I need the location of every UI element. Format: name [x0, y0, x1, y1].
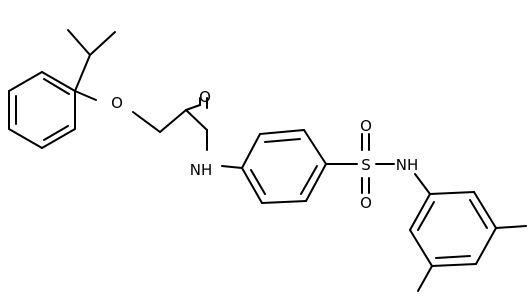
sulfonyl-oxygen-top-label: O: [360, 117, 372, 135]
bond: [132, 111, 161, 133]
bond: [473, 191, 497, 229]
bond: [261, 200, 307, 204]
bond: [429, 191, 475, 195]
bond: [41, 128, 76, 149]
bond: [74, 90, 97, 101]
dimethylphenyl-ring: [409, 191, 527, 292]
sulfonamide-group: [325, 133, 431, 195]
bond: [89, 31, 116, 56]
phenylene-ring: [241, 129, 327, 204]
bond: [303, 129, 327, 165]
bond: [221, 165, 243, 169]
amide-nh-label: NH: [190, 161, 213, 179]
methyl-bond: [495, 225, 527, 229]
double-bond-inner: [250, 169, 266, 195]
ether-acetamide-chain: [74, 90, 243, 169]
bond: [414, 173, 431, 195]
bond: [305, 163, 327, 202]
double-bond-inner: [435, 255, 471, 259]
bond: [185, 104, 201, 111]
carbonyl-oxygen-label: O: [199, 88, 211, 106]
isopropyl-group: [67, 29, 116, 92]
isopropylphenyl-ring: [8, 71, 76, 149]
sulfur-label: S: [361, 156, 371, 174]
atom-labels: O O NH S O O NH: [111, 88, 418, 212]
ether-oxygen-label: O: [111, 94, 123, 112]
bond: [241, 167, 263, 204]
double-bond-inner: [43, 78, 70, 95]
bond: [41, 71, 76, 92]
bond: [475, 227, 497, 265]
bond: [431, 263, 477, 267]
bond: [8, 71, 43, 92]
bond: [67, 29, 91, 56]
bond: [74, 54, 91, 92]
bond: [185, 109, 208, 131]
bond: [409, 193, 431, 231]
bond: [159, 109, 187, 133]
bond: [241, 133, 261, 169]
bond: [409, 229, 433, 267]
double-bond-inner: [264, 138, 301, 143]
methyl-bond: [417, 265, 433, 292]
double-bond-inner: [43, 125, 69, 141]
double-bond-inner: [469, 199, 488, 229]
double-bond-inner: [300, 165, 318, 195]
double-bond-inner: [417, 201, 435, 231]
bond: [259, 129, 305, 135]
sulfonyl-oxygen-bottom-label: O: [360, 194, 372, 212]
bond: [8, 128, 43, 149]
sulfonamide-nh-label: NH: [396, 156, 419, 174]
